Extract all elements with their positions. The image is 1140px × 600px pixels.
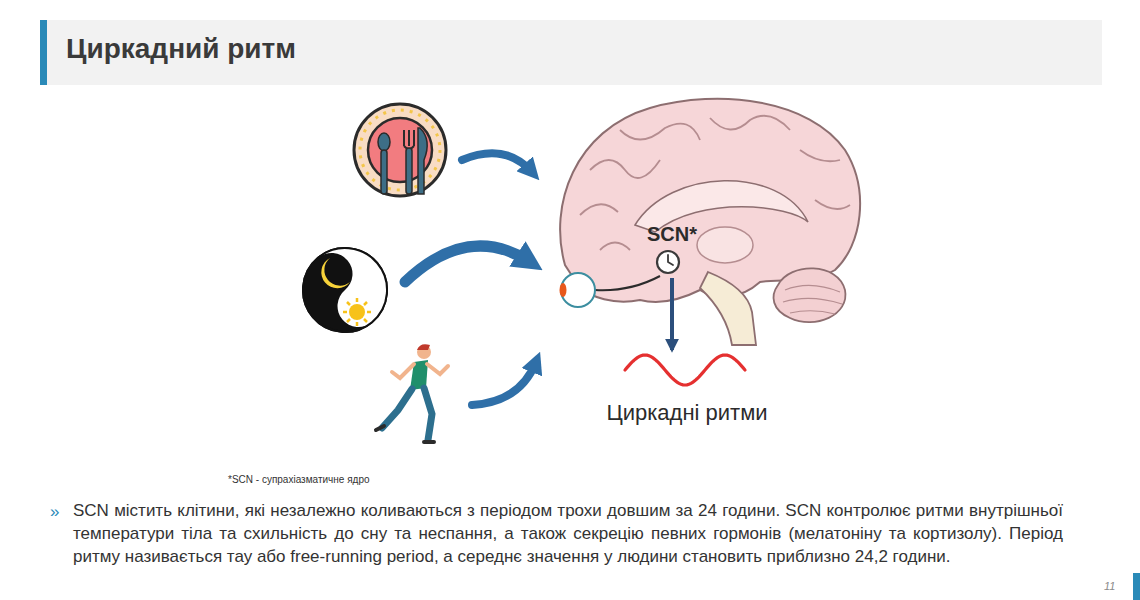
clock-symbol [668,255,673,265]
footnote: *SCN - супрахіазматичне ядро [228,474,370,485]
runner-figure [376,344,448,442]
slide-title: Циркадний ритм [66,33,296,65]
runner-figure [427,364,448,374]
page-accent [1133,573,1140,600]
runner-figure [382,389,412,428]
plate-icon [354,104,446,196]
brain-drawing [697,227,753,263]
day-night-icon [286,231,404,349]
plate-icon [381,150,387,194]
scn-label-text: SCN* [647,222,697,246]
plate-icon [354,104,446,196]
day-night-icon [286,231,404,349]
eye-symbol [595,276,660,290]
rhythm-output-text: Циркадні ритми [592,400,782,426]
input-arrows [462,153,532,172]
eye-symbol [560,273,661,307]
title-bar [40,20,1102,85]
plate-icon [378,133,390,151]
plate-icon [406,148,412,194]
brain-drawing [560,99,860,345]
input-arrows [405,246,530,282]
sun-symbol [349,304,365,320]
plate-icon [360,110,440,190]
brain-drawing [783,285,842,314]
runner-figure [417,345,431,359]
page-number: 11 [1104,580,1115,592]
input-arrows [405,153,536,405]
body-paragraph: SCN містить клітини, які незалежно колив… [73,499,1063,568]
runner-figure [424,388,432,440]
page-accent [1133,573,1140,600]
clock-symbol [657,251,679,273]
runner-figure [417,344,430,350]
moon-symbol [321,258,350,288]
clock-symbol [657,251,679,273]
input-arrows [472,362,536,405]
eye-symbol [560,283,567,297]
plate-icon [418,128,427,194]
rhythm-wave [625,355,745,385]
sun-symbol [343,298,371,326]
moon-symbol [321,258,350,288]
runner-figure [376,426,434,442]
plate-icon [404,130,414,149]
runner-figure [392,364,414,378]
signal-arrow [670,278,674,350]
scn-label: SCN* [643,222,701,280]
brain-drawing [700,272,756,345]
day-night-icon [302,231,404,336]
rhythm-wave [625,355,745,385]
rhythm-output: Циркадні ритми [592,350,782,430]
bullet-mark: » [50,500,59,523]
day-night-icon [286,231,404,349]
title-bar [40,20,47,85]
title-bar [40,20,1102,85]
sun-symbol [343,298,371,326]
brain-drawing [774,268,846,322]
